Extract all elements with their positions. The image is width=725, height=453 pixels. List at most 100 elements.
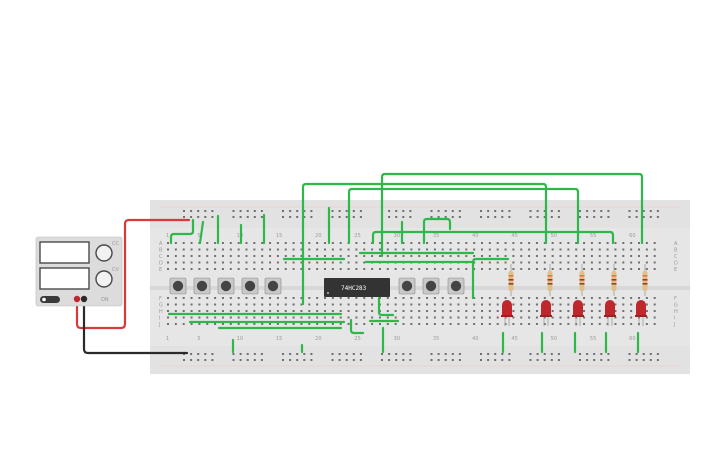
- breadboard-hole[interactable]: [551, 316, 554, 319]
- breadboard-hole[interactable]: [174, 242, 177, 244]
- breadboard-hole[interactable]: [551, 297, 554, 299]
- breadboard-hole[interactable]: [371, 297, 374, 299]
- breadboard-hole[interactable]: [276, 323, 279, 325]
- rail-hole[interactable]: [557, 210, 560, 212]
- rail-hole[interactable]: [593, 353, 596, 355]
- rail-hole[interactable]: [487, 353, 490, 355]
- breadboard-hole[interactable]: [457, 297, 460, 299]
- breadboard-hole[interactable]: [245, 323, 248, 325]
- breadboard-hole[interactable]: [473, 316, 476, 319]
- breadboard-hole[interactable]: [316, 297, 319, 299]
- breadboard-hole[interactable]: [292, 323, 295, 325]
- rail-hole[interactable]: [239, 359, 242, 361]
- breadboard-hole[interactable]: [559, 242, 562, 244]
- breadboard-hole[interactable]: [614, 303, 617, 306]
- led-body[interactable]: [541, 300, 551, 316]
- breadboard-hole[interactable]: [339, 310, 342, 312]
- rail-hole[interactable]: [282, 353, 284, 355]
- breadboard-hole[interactable]: [465, 303, 468, 306]
- breadboard-hole[interactable]: [496, 323, 499, 325]
- breadboard-hole[interactable]: [261, 310, 264, 312]
- breadboard-hole[interactable]: [575, 261, 578, 264]
- breadboard-hole[interactable]: [606, 297, 609, 299]
- breadboard-hole[interactable]: [488, 268, 491, 270]
- breadboard-hole[interactable]: [418, 323, 421, 325]
- breadboard-hole[interactable]: [347, 316, 350, 319]
- push-button-cap[interactable]: [172, 280, 184, 292]
- breadboard-hole[interactable]: [449, 316, 452, 319]
- breadboard-hole[interactable]: [371, 255, 374, 257]
- breadboard-hole[interactable]: [316, 303, 319, 306]
- breadboard-hole[interactable]: [300, 268, 303, 270]
- rail-hole[interactable]: [437, 359, 440, 361]
- rail-hole[interactable]: [359, 210, 362, 212]
- breadboard-hole[interactable]: [182, 248, 185, 251]
- breadboard-hole[interactable]: [292, 268, 295, 270]
- rail-hole[interactable]: [642, 216, 645, 218]
- breadboard-hole[interactable]: [221, 268, 224, 270]
- breadboard-hole[interactable]: [614, 297, 617, 299]
- breadboard-hole[interactable]: [355, 316, 358, 319]
- breadboard-hole[interactable]: [308, 316, 311, 319]
- breadboard-hole[interactable]: [528, 310, 531, 312]
- breadboard-hole[interactable]: [583, 255, 586, 257]
- breadboard-hole[interactable]: [331, 242, 334, 244]
- resistor[interactable]: [579, 264, 585, 296]
- breadboard-hole[interactable]: [465, 268, 468, 270]
- breadboard-hole[interactable]: [598, 242, 601, 244]
- breadboard-hole[interactable]: [465, 297, 468, 299]
- breadboard-hole[interactable]: [394, 242, 397, 244]
- rail-hole[interactable]: [480, 216, 482, 218]
- rail-hole[interactable]: [642, 210, 645, 212]
- breadboard-hole[interactable]: [567, 297, 570, 299]
- breadboard-hole[interactable]: [371, 268, 374, 270]
- rail-hole[interactable]: [338, 210, 341, 212]
- rail-hole[interactable]: [543, 353, 546, 355]
- breadboard-hole[interactable]: [622, 323, 625, 325]
- breadboard-hole[interactable]: [167, 261, 169, 264]
- breadboard-hole[interactable]: [488, 297, 491, 299]
- breadboard-hole[interactable]: [292, 255, 295, 257]
- breadboard-hole[interactable]: [528, 255, 531, 257]
- breadboard-hole[interactable]: [551, 303, 554, 306]
- rail-hole[interactable]: [494, 210, 497, 212]
- breadboard-hole[interactable]: [481, 323, 483, 325]
- breadboard-hole[interactable]: [488, 242, 491, 244]
- rail-hole[interactable]: [494, 359, 497, 361]
- breadboard-hole[interactable]: [583, 268, 586, 270]
- rail-hole[interactable]: [593, 216, 596, 218]
- breadboard-hole[interactable]: [457, 323, 460, 325]
- breadboard-hole[interactable]: [535, 242, 538, 244]
- breadboard-hole[interactable]: [347, 268, 350, 270]
- breadboard-hole[interactable]: [182, 303, 185, 306]
- breadboard-hole[interactable]: [324, 303, 326, 306]
- breadboard-hole[interactable]: [614, 242, 617, 244]
- breadboard-hole[interactable]: [645, 248, 648, 251]
- breadboard-hole[interactable]: [567, 268, 570, 270]
- rail-hole[interactable]: [197, 353, 200, 355]
- breadboard-hole[interactable]: [488, 248, 491, 251]
- breadboard-hole[interactable]: [504, 242, 507, 244]
- breadboard-hole[interactable]: [653, 316, 656, 319]
- breadboard-hole[interactable]: [229, 303, 232, 306]
- breadboard-hole[interactable]: [426, 310, 429, 312]
- breadboard-hole[interactable]: [198, 323, 201, 325]
- breadboard-hole[interactable]: [622, 303, 625, 306]
- breadboard-hole[interactable]: [481, 255, 483, 257]
- breadboard-hole[interactable]: [253, 255, 256, 257]
- rail-hole[interactable]: [190, 359, 193, 361]
- rail-hole[interactable]: [204, 210, 207, 212]
- led[interactable]: [635, 300, 647, 326]
- breadboard-hole[interactable]: [473, 242, 476, 244]
- breadboard-hole[interactable]: [473, 268, 476, 270]
- voltage-knob[interactable]: [95, 244, 113, 262]
- breadboard-hole[interactable]: [418, 310, 421, 312]
- breadboard-hole[interactable]: [300, 316, 303, 319]
- breadboard-hole[interactable]: [481, 248, 483, 251]
- rail-hole[interactable]: [557, 353, 560, 355]
- breadboard-hole[interactable]: [598, 255, 601, 257]
- breadboard-hole[interactable]: [355, 255, 358, 257]
- breadboard-hole[interactable]: [386, 242, 389, 244]
- breadboard-hole[interactable]: [614, 310, 617, 312]
- rail-hole[interactable]: [529, 359, 532, 361]
